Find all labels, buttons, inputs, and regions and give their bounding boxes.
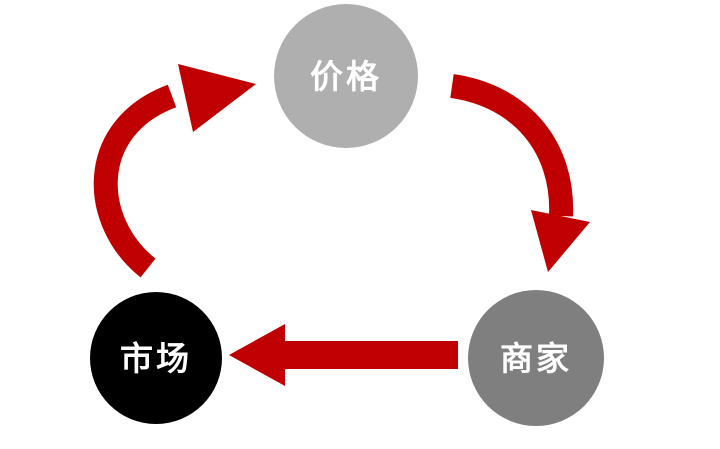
arrow-price-to-merchant-head [531,210,590,272]
arrow-merchant-to-market [229,324,458,386]
arrow-merchant-to-market-head [229,324,285,386]
node-price: 价格 [274,4,418,148]
node-price-label: 价格 [310,58,382,95]
node-merchant: 商家 [468,290,604,426]
node-merchant-label: 商家 [500,340,572,377]
arrow-market-to-price-head [178,64,256,132]
arrow-price-to-merchant-body [449,74,574,217]
arrow-price-to-merchant [449,74,590,272]
node-price-circle [274,4,418,148]
arrow-merchant-to-market-body [285,341,458,369]
node-market: 市场 [90,292,222,424]
arrow-market-to-price-body [93,84,177,278]
arrow-market-to-price [93,64,256,278]
node-market-label: 市场 [120,340,192,377]
node-merchant-circle [468,290,604,426]
node-market-circle [90,292,222,424]
